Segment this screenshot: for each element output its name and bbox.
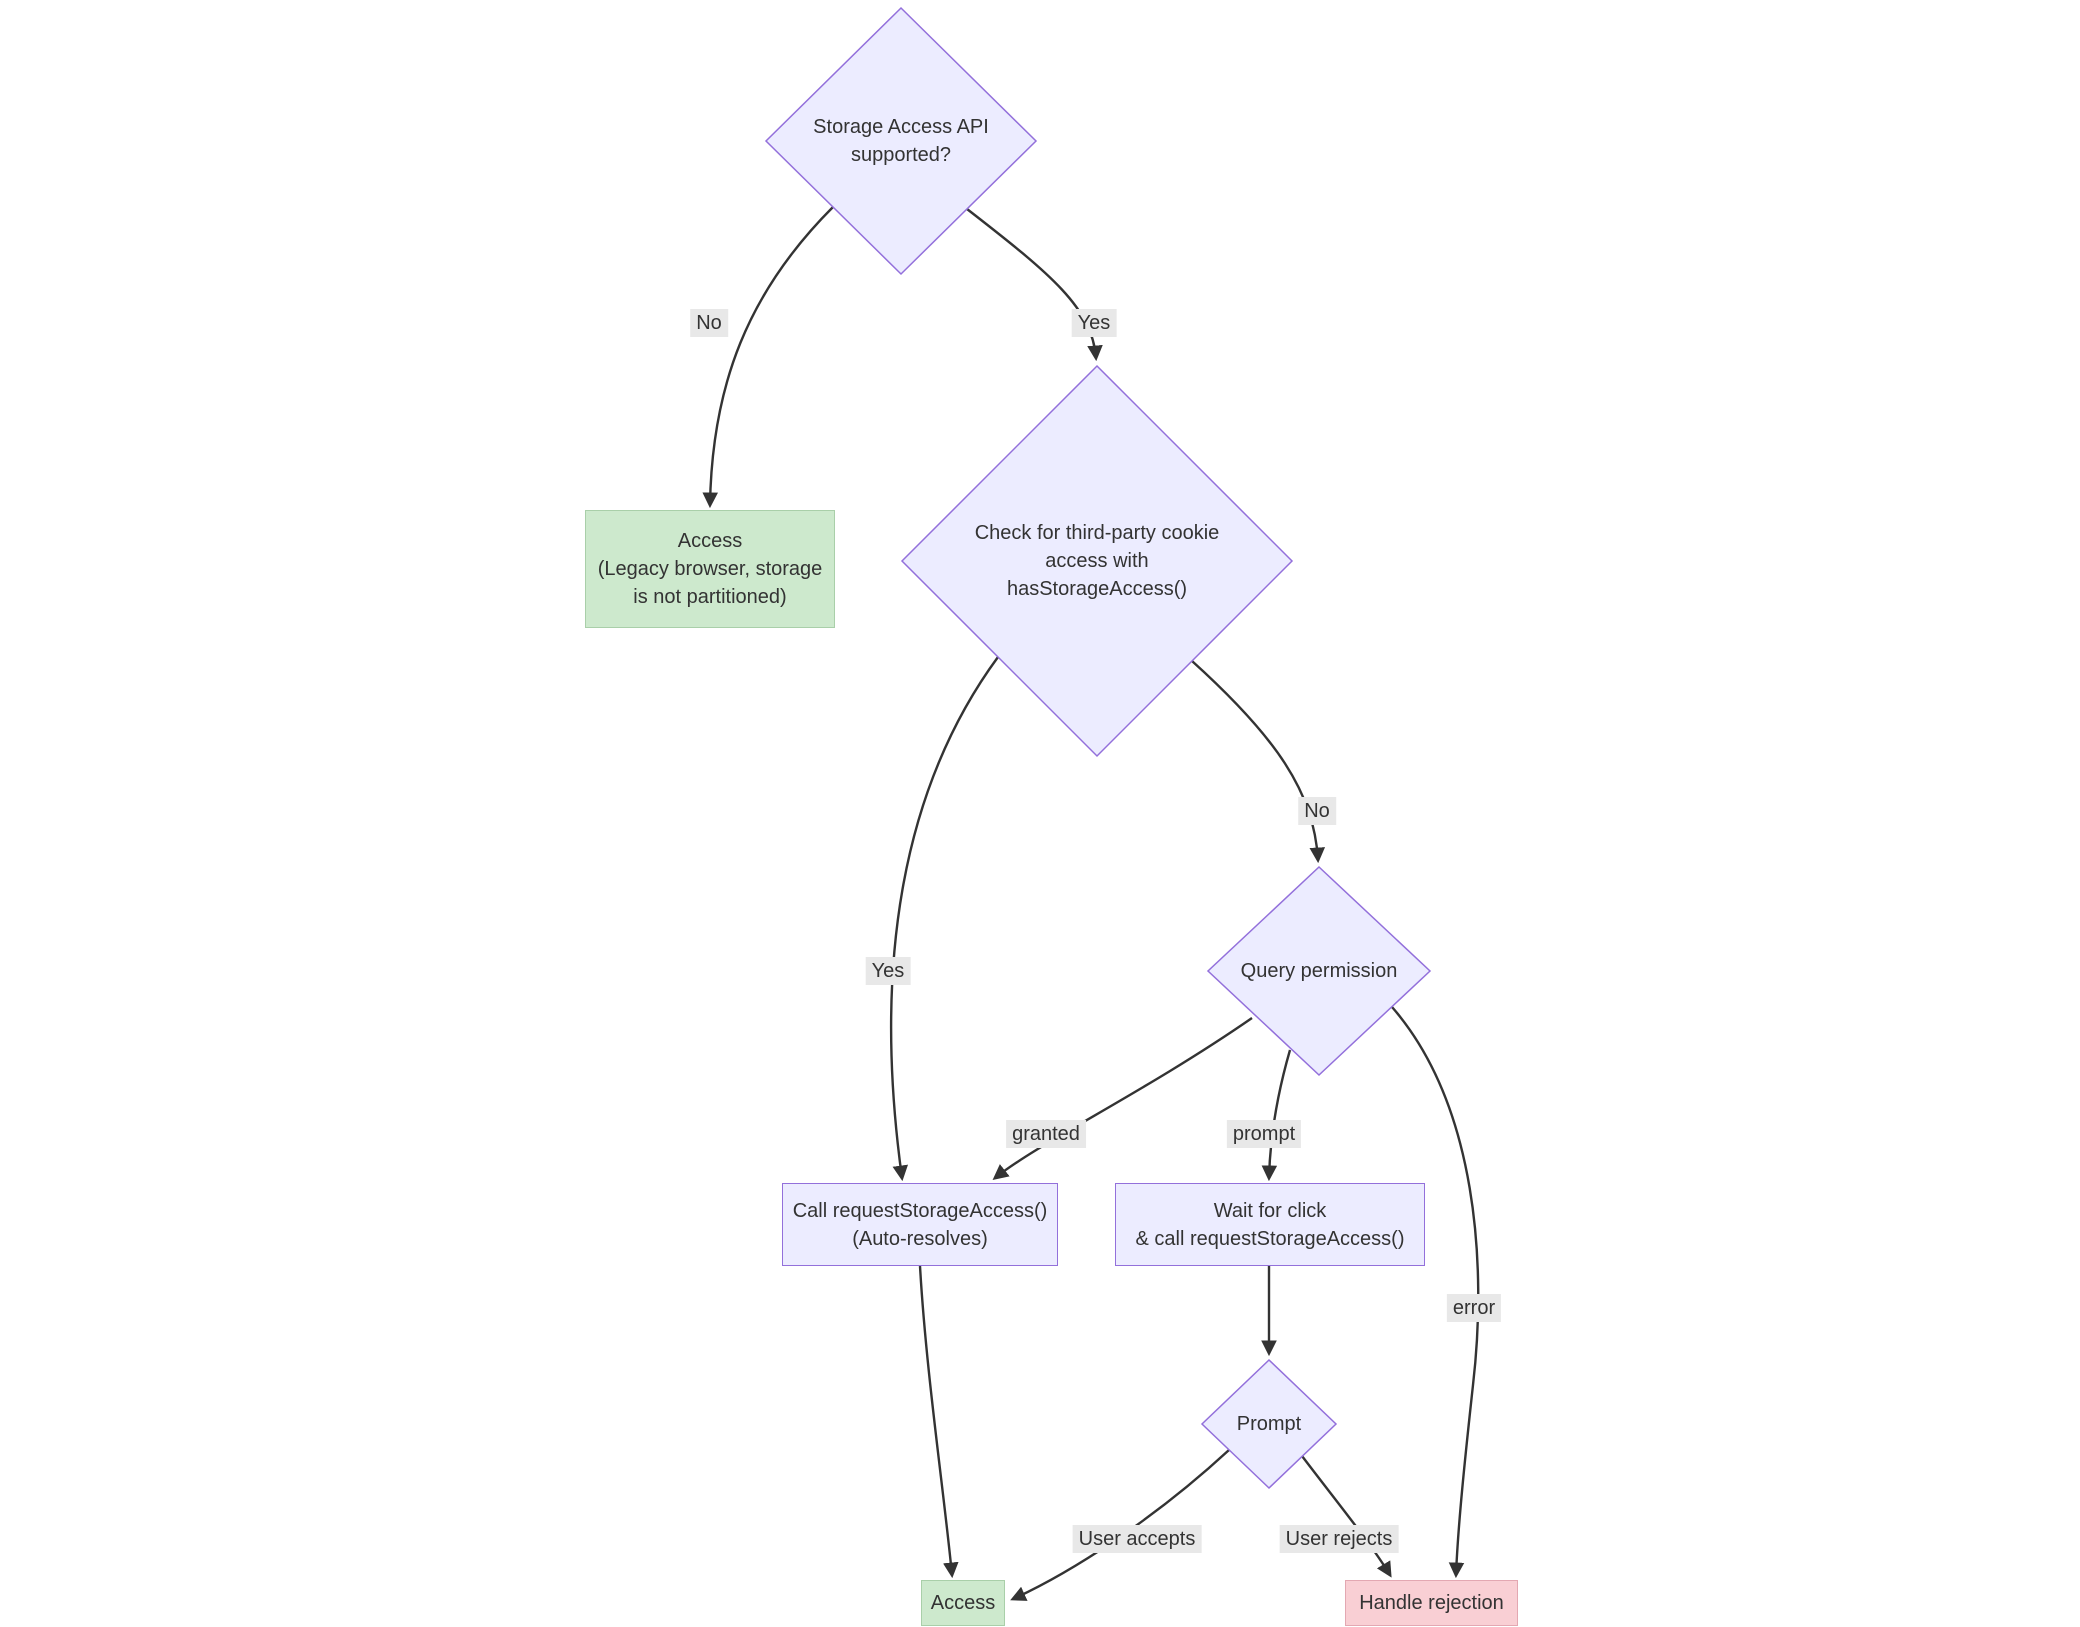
node-handle-rejection: Handle rejection	[1345, 1580, 1518, 1626]
node-access: Access	[921, 1580, 1005, 1626]
node-wait-for-click: Wait for click & call requestStorageAcce…	[1115, 1183, 1425, 1266]
edge-label-api-yes: Yes	[1071, 309, 1117, 337]
edge-query-granted	[992, 1017, 1253, 1180]
edge-prompt-rejects	[1301, 1455, 1392, 1578]
node-prompt-label: Prompt	[1236, 1413, 1302, 1435]
diamond-api-supported	[764, 6, 1038, 276]
edge-label-user-accepts: User accepts	[1072, 1525, 1202, 1553]
diamond-check-has-storage-access	[900, 364, 1294, 758]
edge-query-prompt	[1261, 1049, 1292, 1182]
edge-label-check-no: No	[1298, 797, 1336, 825]
node-check-has-storage-access-label: Check for third-party cookie access with…	[974, 522, 1220, 600]
edge-label-prompt: prompt	[1226, 1120, 1302, 1148]
edge-label-api-no: No	[690, 309, 728, 337]
edge-label-granted: granted	[1006, 1120, 1086, 1148]
diamond-query-permission	[1206, 865, 1432, 1077]
node-query-permission-label: Query permission	[1240, 960, 1398, 982]
edge-label-user-rejects: User rejects	[1279, 1525, 1399, 1553]
diamond-prompt	[1200, 1358, 1338, 1490]
edge-query-error	[1391, 1006, 1480, 1579]
edge-api-yes	[966, 208, 1103, 362]
node-access-legacy: Access (Legacy browser, storage is not p…	[585, 510, 835, 628]
edge-api-no	[702, 206, 834, 509]
edge-call-to-access	[918, 1265, 959, 1579]
node-api-supported-label: Storage Access API supported?	[813, 116, 989, 166]
node-call-request-storage-access: Call requestStorageAccess() (Auto-resolv…	[782, 1183, 1058, 1266]
edge-check-no	[1191, 660, 1326, 864]
edge-label-error: error	[1446, 1294, 1502, 1322]
edge-label-check-yes: Yes	[865, 957, 911, 985]
edge-check-yes	[889, 656, 999, 1182]
